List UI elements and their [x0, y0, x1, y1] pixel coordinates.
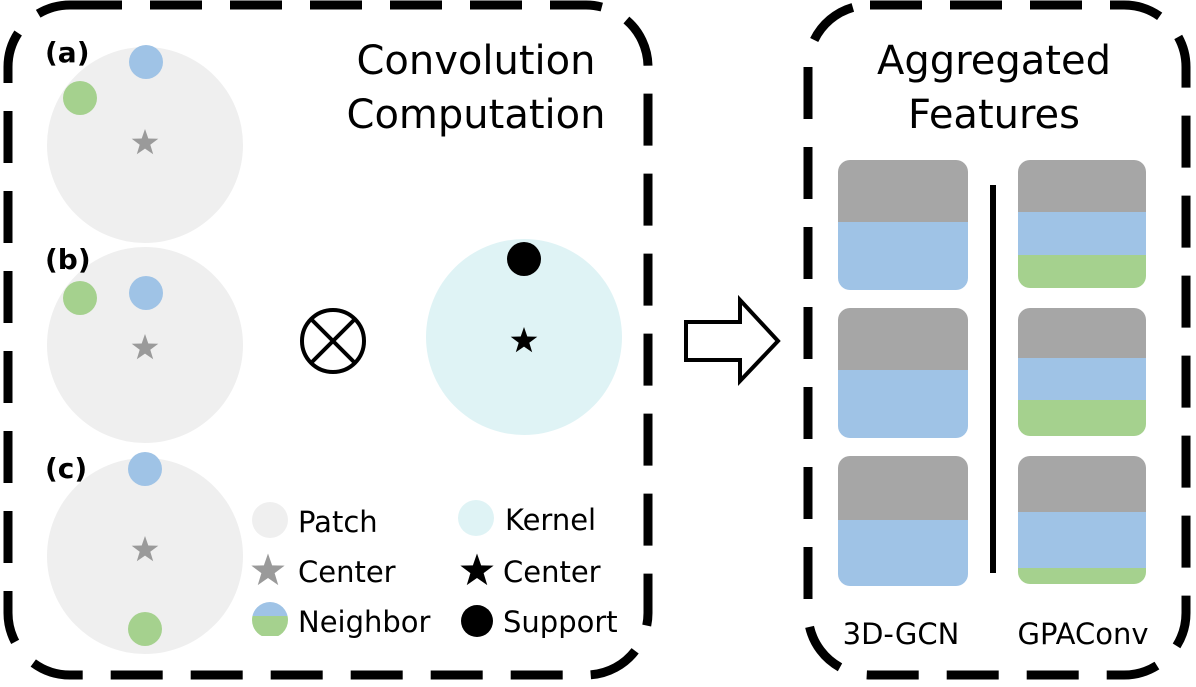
convolution-title-line2: Computation [347, 92, 606, 138]
neighbor-green-dot [63, 281, 97, 315]
aggregated-title-line1: Aggregated [877, 38, 1111, 84]
legend-neighbor-label: Neighbor [298, 605, 431, 639]
patch-circle [47, 458, 243, 654]
case-a: (a) [45, 36, 243, 243]
legend-center-gray-label: Center [298, 555, 396, 589]
neighbor-blue-dot [128, 452, 162, 486]
column-label-gpaconv: GPAConv [1018, 617, 1149, 651]
legend-kernel-swatch [458, 500, 494, 536]
case-b: (b) [45, 243, 243, 443]
case-b-label: (b) [45, 243, 91, 276]
case-c: (c) [45, 452, 243, 654]
case-a-label: (a) [45, 36, 90, 69]
feature-block-gpaconv-3 [1018, 456, 1146, 584]
convolution-title-line1: Convolution [357, 38, 596, 84]
support-point [507, 242, 541, 276]
aggregated-title-line2: Features [908, 92, 1080, 138]
kernel [426, 239, 622, 435]
legend-kernel-label: Kernel [505, 503, 596, 537]
hollow-right-arrow-icon [684, 294, 781, 387]
legend-center-black-label: Center [503, 555, 601, 589]
convolution-operator-icon [300, 308, 366, 374]
case-c-label: (c) [45, 452, 87, 485]
neighbor-blue-dot [129, 276, 163, 310]
legend-patch-label: Patch [298, 505, 378, 539]
legend-black-star-icon [460, 553, 494, 586]
feature-block-gpaconv-2 [1018, 308, 1146, 436]
neighbor-green-dot [63, 81, 97, 115]
legend-support-swatch [461, 605, 493, 637]
neighbor-blue-dot [129, 45, 163, 79]
feature-block-3dgcn-3 [838, 456, 968, 586]
feature-block-gpaconv-1 [1018, 160, 1146, 288]
feature-block-3dgcn-2 [838, 308, 968, 438]
legend-support-label: Support [503, 605, 618, 639]
column-label-3dgcn: 3D-GCN [843, 617, 960, 651]
legend: Patch Kernel Center Center Neighbor Supp… [251, 500, 618, 639]
convolution-panel-border [3, 0, 653, 680]
feature-block-3dgcn-1 [838, 160, 968, 290]
legend-neighbor-swatch [252, 602, 288, 636]
legend-patch-swatch [252, 502, 288, 538]
aggregated-panel-border [803, 0, 1191, 680]
neighbor-green-dot [128, 612, 162, 646]
legend-gray-star-icon [251, 553, 285, 586]
